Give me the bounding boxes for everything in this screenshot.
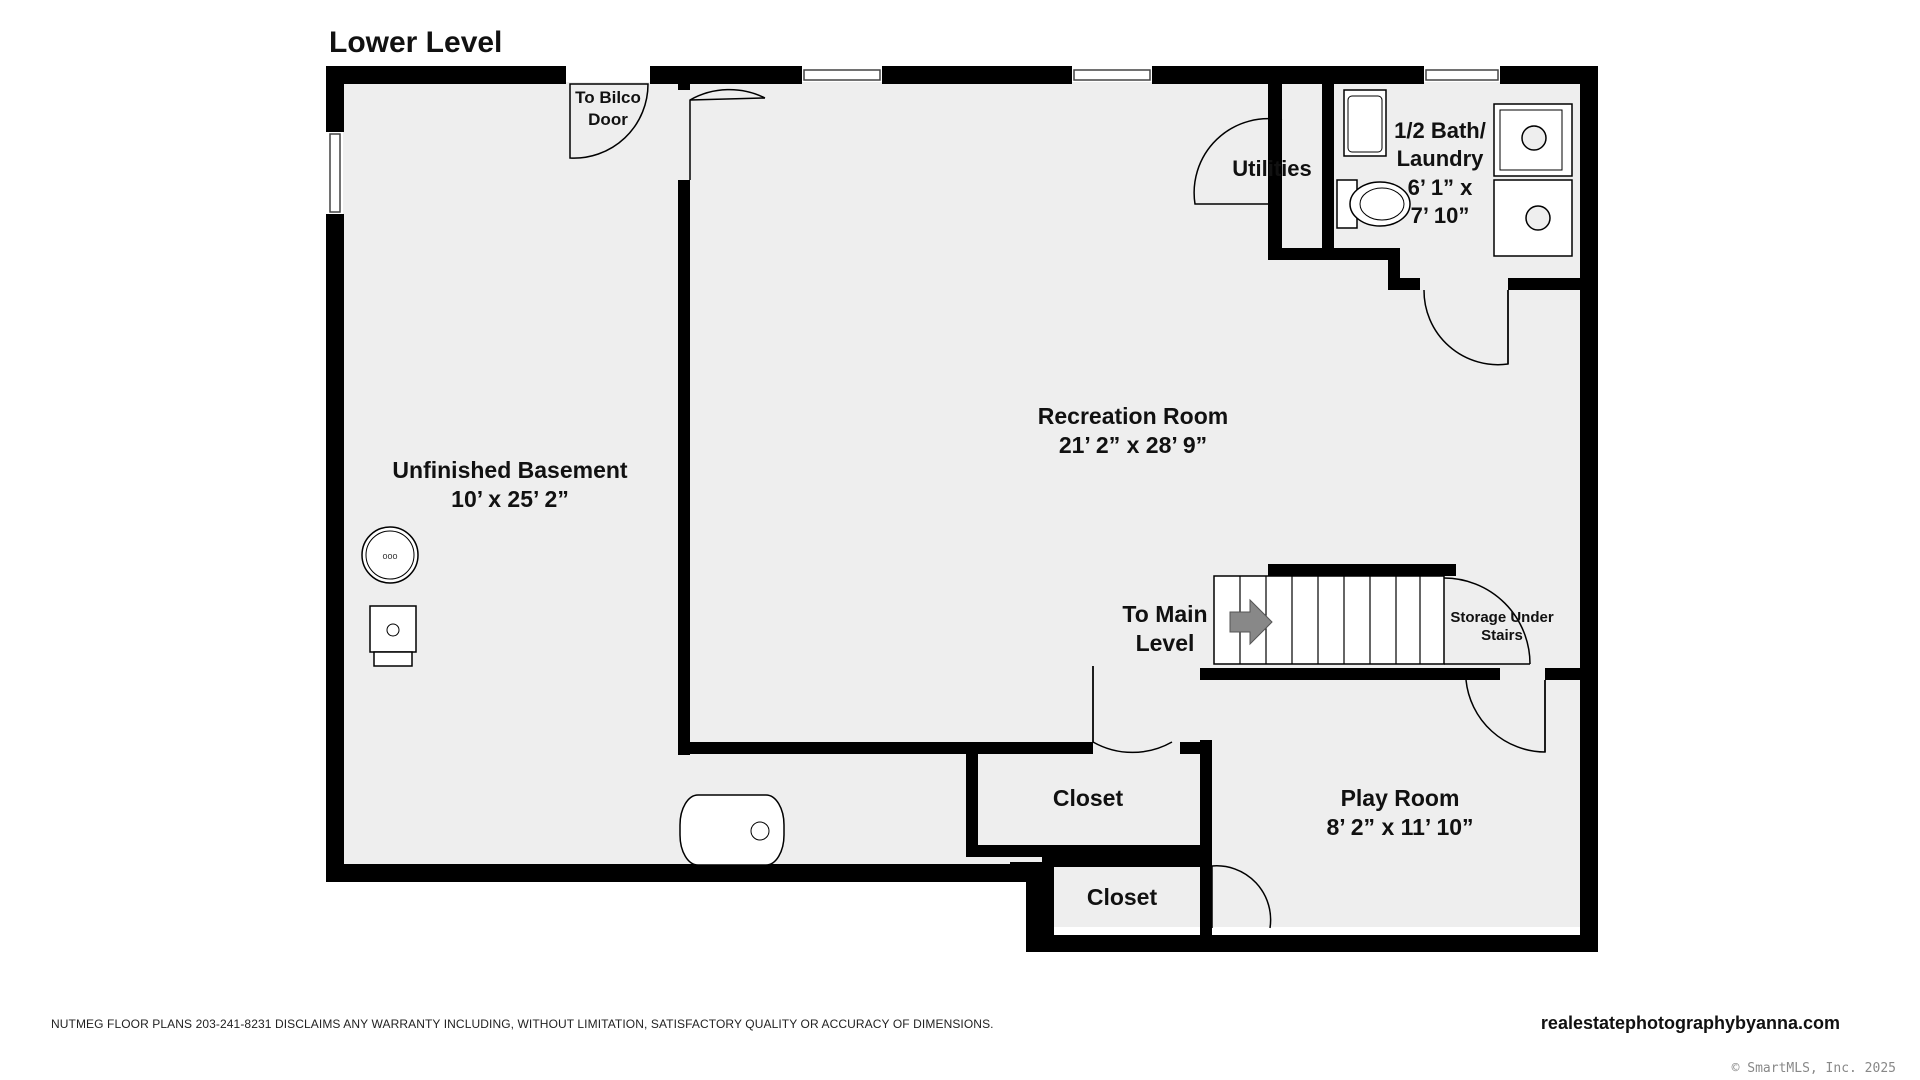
- closet-lower-door: [1211, 865, 1272, 929]
- half-bath-name-2: Laundry: [1397, 146, 1485, 171]
- floor-title: Lower Level: [329, 26, 503, 59]
- recreation-room-dims: 21’ 2” x 28’ 9”: [1059, 432, 1207, 458]
- basement-door: [689, 88, 766, 180]
- fixtures: [361, 89, 1573, 866]
- half-bath-dims-2: 7’ 10”: [1411, 203, 1470, 228]
- utilities-name: Utilities: [1232, 156, 1311, 181]
- bilco-label-2: Door: [588, 110, 628, 129]
- closet-lower-name: Closet: [1087, 884, 1158, 910]
- closet-upper-door: [1092, 666, 1173, 754]
- to-main-level-1: To Main: [1122, 601, 1207, 627]
- windows: [329, 69, 1499, 213]
- room-labels: Unfinished Basement 10’ x 25’ 2” Recreat…: [382, 88, 1553, 910]
- play-room-name: Play Room: [1341, 785, 1460, 811]
- water-heater-icon: [361, 526, 419, 584]
- unfinished-basement-dims: 10’ x 25’ 2”: [451, 486, 569, 512]
- bilco-door: [569, 83, 649, 159]
- storage-door: [1443, 577, 1531, 665]
- water-heater-label: ooo: [382, 551, 397, 561]
- furnace-icon: [369, 605, 417, 653]
- sink-icon: [1343, 89, 1387, 157]
- interior-walls: [678, 82, 1595, 952]
- website-link[interactable]: realestatephotographybyanna.com: [1540, 1013, 1840, 1033]
- closet-upper-name: Closet: [1053, 785, 1124, 811]
- bath-door: [1423, 289, 1509, 366]
- unfinished-basement-name: Unfinished Basement: [392, 457, 627, 483]
- utilities-door: [1193, 117, 1283, 205]
- playroom-door: [1465, 679, 1546, 753]
- storage-label-2: Stairs: [1481, 627, 1523, 644]
- bilco-label-1: To Bilco: [575, 88, 641, 107]
- half-bath-name-1: 1/2 Bath/: [1394, 118, 1486, 143]
- half-bath-dims-1: 6’ 1” x: [1408, 175, 1474, 200]
- stairs-arrow-icon: [1229, 598, 1273, 646]
- stairs: [1213, 575, 1445, 665]
- play-room-dims: 8’ 2” x 11’ 10”: [1326, 814, 1473, 840]
- doors: [569, 83, 1546, 929]
- to-main-level-2: Level: [1136, 630, 1195, 656]
- oil-tank-icon: [679, 794, 785, 866]
- disclaimer: NUTMEG FLOOR PLANS 203-241-8231 DISCLAIM…: [51, 1017, 994, 1031]
- recreation-room-name: Recreation Room: [1038, 403, 1228, 429]
- storage-label-1: Storage Under: [1450, 609, 1554, 626]
- copyright: © SmartMLS, Inc. 2025: [1731, 1061, 1896, 1076]
